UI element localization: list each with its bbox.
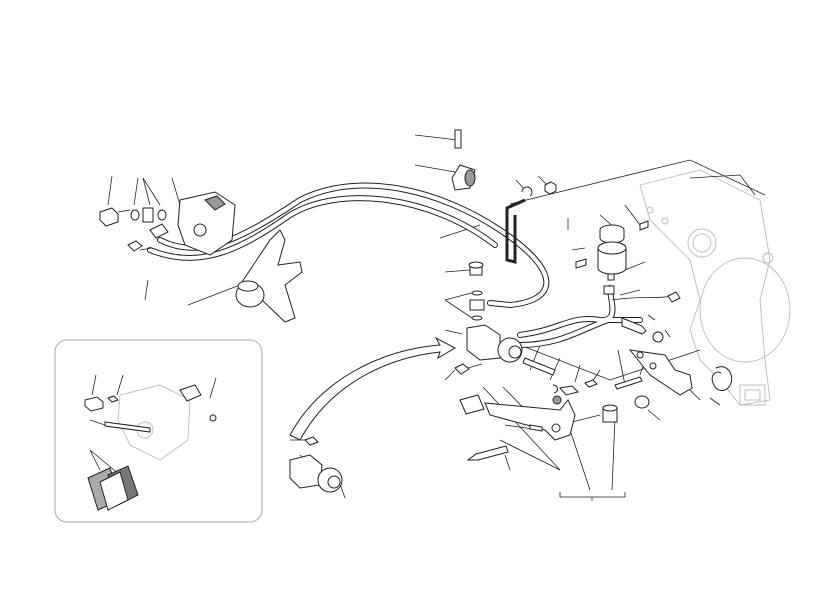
leader-lines bbox=[107, 134, 766, 501]
hose-guide bbox=[505, 198, 526, 264]
brake-caliper bbox=[99, 191, 236, 256]
brake-pedal bbox=[459, 349, 733, 461]
engine-case-outline bbox=[639, 169, 791, 406]
master-cylinder bbox=[454, 261, 681, 405]
callout-arrow bbox=[289, 336, 457, 441]
caliper-bracket bbox=[235, 229, 303, 323]
banjo-fitting-top bbox=[451, 129, 557, 197]
brake-fluid-reservoir bbox=[567, 218, 649, 295]
inset-caliper-detail bbox=[54, 339, 263, 523]
master-cylinder-detail bbox=[289, 436, 343, 493]
